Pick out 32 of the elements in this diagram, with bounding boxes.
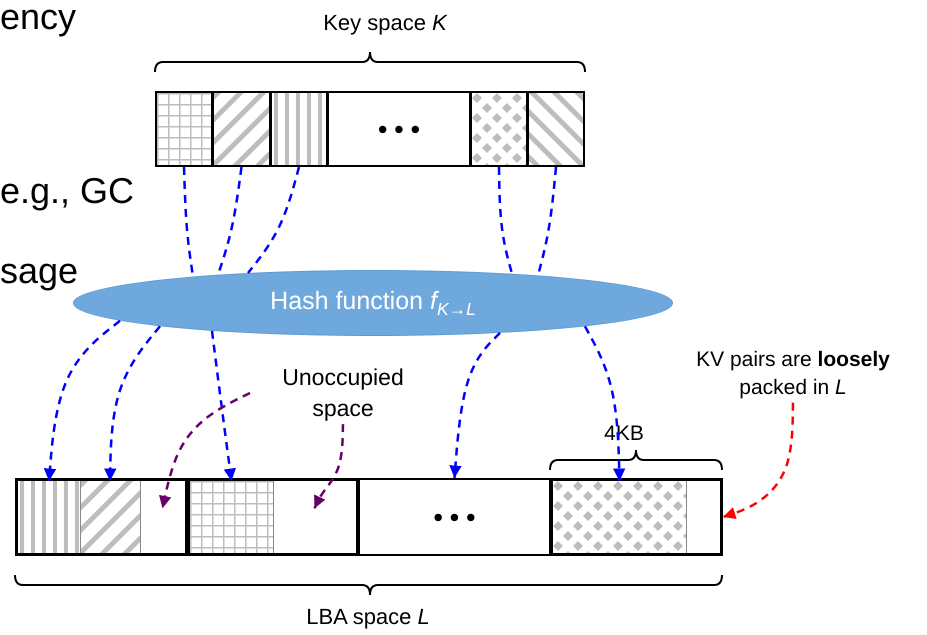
storage-block [187, 478, 359, 556]
arrow [584, 326, 626, 482]
patterned-cell [470, 91, 528, 167]
ellipse-label: Hash function f$_{K→L}$ [270, 286, 476, 320]
storage-block [550, 478, 723, 556]
patterned-cell [212, 91, 271, 167]
patterned-cell [155, 91, 213, 167]
cropped-text: sage [0, 250, 78, 292]
patterned-cell [527, 91, 585, 167]
patterned-cell [553, 481, 686, 553]
annotation-text: KV pairs are loosely packed in L [662, 346, 924, 403]
arrow [449, 332, 501, 478]
cropped-text: e.g., GC [0, 170, 134, 212]
arrow [104, 325, 161, 482]
patterned-cell [190, 481, 273, 553]
arrow [313, 424, 344, 509]
ellipsis-text: • • • [378, 114, 420, 144]
ellipsis-text: • • • [434, 502, 476, 532]
arrow [722, 402, 794, 520]
dimension-label: LBA space L [306, 604, 430, 630]
arrow [159, 392, 251, 509]
patterned-cell [270, 91, 328, 167]
cropped-text: ency [0, 0, 76, 38]
arrow [44, 320, 121, 482]
patterned-cell [80, 481, 140, 553]
range-block [358, 478, 551, 556]
range-block [327, 91, 471, 167]
arrow [210, 330, 236, 482]
patterned-cell [18, 481, 80, 553]
storage-block [15, 478, 188, 556]
dimension-label: Key space K [323, 10, 447, 36]
annotation-text: Unoccupied space [250, 362, 436, 424]
